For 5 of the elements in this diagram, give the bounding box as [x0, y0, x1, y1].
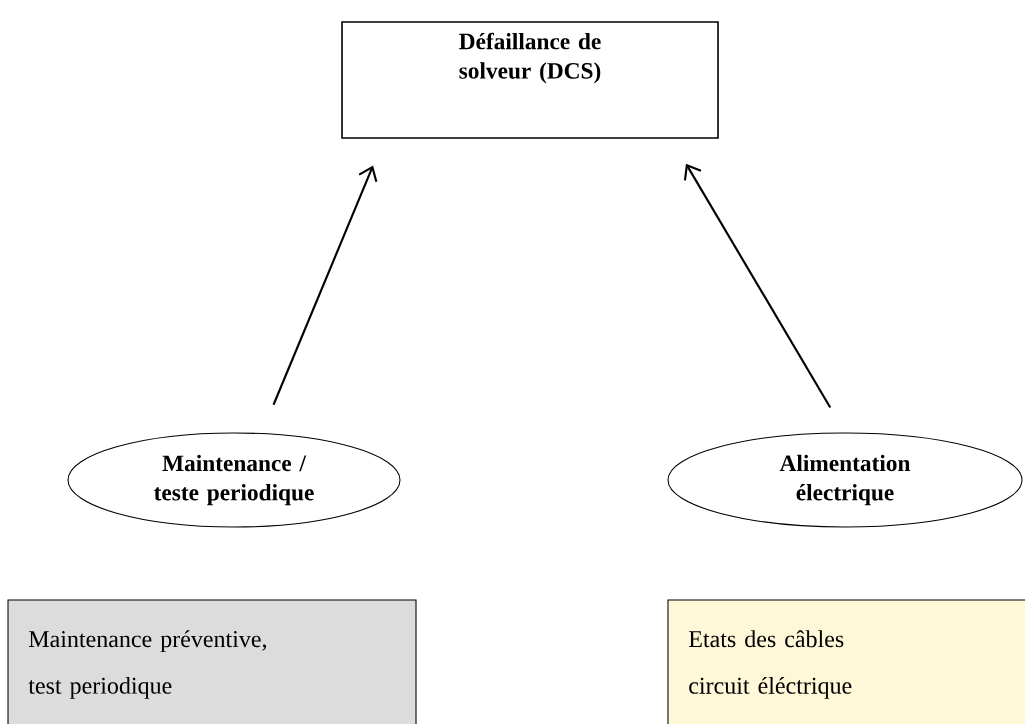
note-box: Maintenance préventive, test periodique	[7, 599, 417, 724]
process-box: Défaillance de solveur (DCS)	[341, 21, 719, 139]
arrow	[272, 165, 378, 406]
note-box: Etats des câbles circuit éléctrique	[667, 599, 1025, 724]
arrow	[683, 163, 832, 409]
